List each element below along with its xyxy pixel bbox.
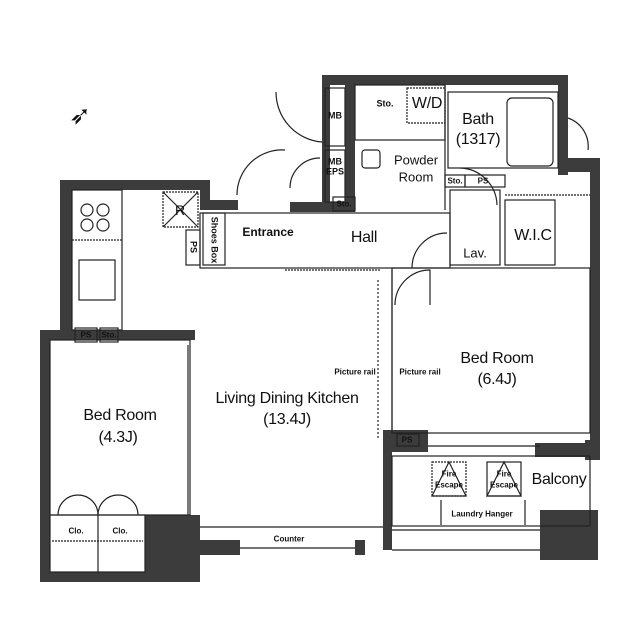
north-arrow-icon: ➶	[69, 100, 91, 130]
powder-room-label-1: Powder	[393, 152, 439, 168]
picture-rail-label: Picture rail	[399, 367, 441, 377]
storage-label: Sto.	[376, 98, 394, 109]
fire-escape-label-1a: Fire	[441, 469, 457, 479]
powder-room-label-2: Room	[398, 169, 434, 185]
bath-label: Bath	[462, 111, 494, 128]
fire-escape-label-2a: Fire	[496, 469, 512, 479]
mb-label: MB	[328, 110, 342, 121]
mb-eps-label-1: MB	[328, 156, 342, 167]
counter-label: Counter	[273, 534, 305, 544]
bedroom-small-size: (4.3J)	[98, 429, 138, 446]
ps-label: PS	[80, 330, 92, 340]
bedroom-large-label: Bed Room	[460, 350, 534, 367]
fire-escape-label-1b: Escape	[434, 480, 464, 490]
picture-rail-label: Picture rail	[334, 367, 376, 377]
r-mark: R	[174, 202, 186, 218]
ps-label: PS	[188, 240, 199, 254]
walls	[40, 75, 600, 582]
storage-label: Sto.	[101, 330, 117, 340]
laundry-hanger-label: Laundry Hanger	[451, 509, 513, 519]
shoes-box-label: Shoes Box	[209, 216, 220, 264]
closet-label: Clo.	[112, 526, 128, 536]
ps-label: PS	[401, 435, 413, 445]
storage-label: Sto.	[336, 199, 352, 209]
bedroom-small-label: Bed Room	[83, 407, 157, 424]
washer-dryer-label: W/D	[411, 95, 443, 112]
hall-label: Hall	[350, 229, 378, 246]
bedroom-large-size: (6.4J)	[477, 371, 517, 388]
closet-label: Clo.	[68, 526, 84, 536]
lines	[49, 84, 591, 573]
balcony-label: Balcony	[531, 471, 587, 488]
entrance-label: Entrance	[242, 225, 294, 239]
ldk-size: (13.4J)	[263, 411, 311, 428]
bath-size-label: (1317)	[455, 131, 501, 148]
ldk-label: Living Dining Kitchen	[215, 390, 359, 407]
lav-label: Lav.	[463, 245, 487, 261]
storage-label: Sto.	[447, 176, 463, 186]
ps-label: PS	[477, 176, 489, 186]
wic-label: W.I.C	[514, 227, 552, 244]
fire-escape-label-2b: Escape	[489, 480, 519, 490]
mb-eps-label-2: EPS	[325, 166, 345, 177]
